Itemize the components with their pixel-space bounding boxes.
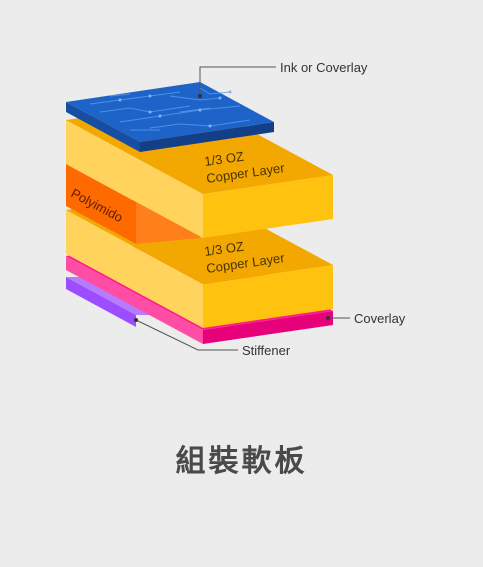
coverlay-leader-dot [326, 316, 330, 320]
copper-bottom-label-line1: 1/3 OZ [203, 239, 244, 259]
circuit-traces [89, 87, 251, 131]
coverlay-callout: Coverlay [354, 311, 406, 326]
diagram-caption: 組裝軟板 [175, 444, 308, 479]
stiffener-callout: Stiffener [242, 343, 291, 358]
stiffener-leader-line [135, 319, 238, 351]
circuit-pads [118, 90, 232, 128]
ink-coverlay-callout: Ink or Coverlay [280, 60, 368, 75]
copper-top-label-line1: 1/3 OZ [203, 149, 244, 169]
stiffener-layer [66, 277, 150, 327]
ink-coverlay-layer [66, 82, 274, 152]
stiffener-leader-dot [134, 318, 138, 322]
leader-lines [135, 66, 350, 351]
ink-leader-dot [198, 94, 202, 98]
ink-leader-line [199, 66, 276, 96]
